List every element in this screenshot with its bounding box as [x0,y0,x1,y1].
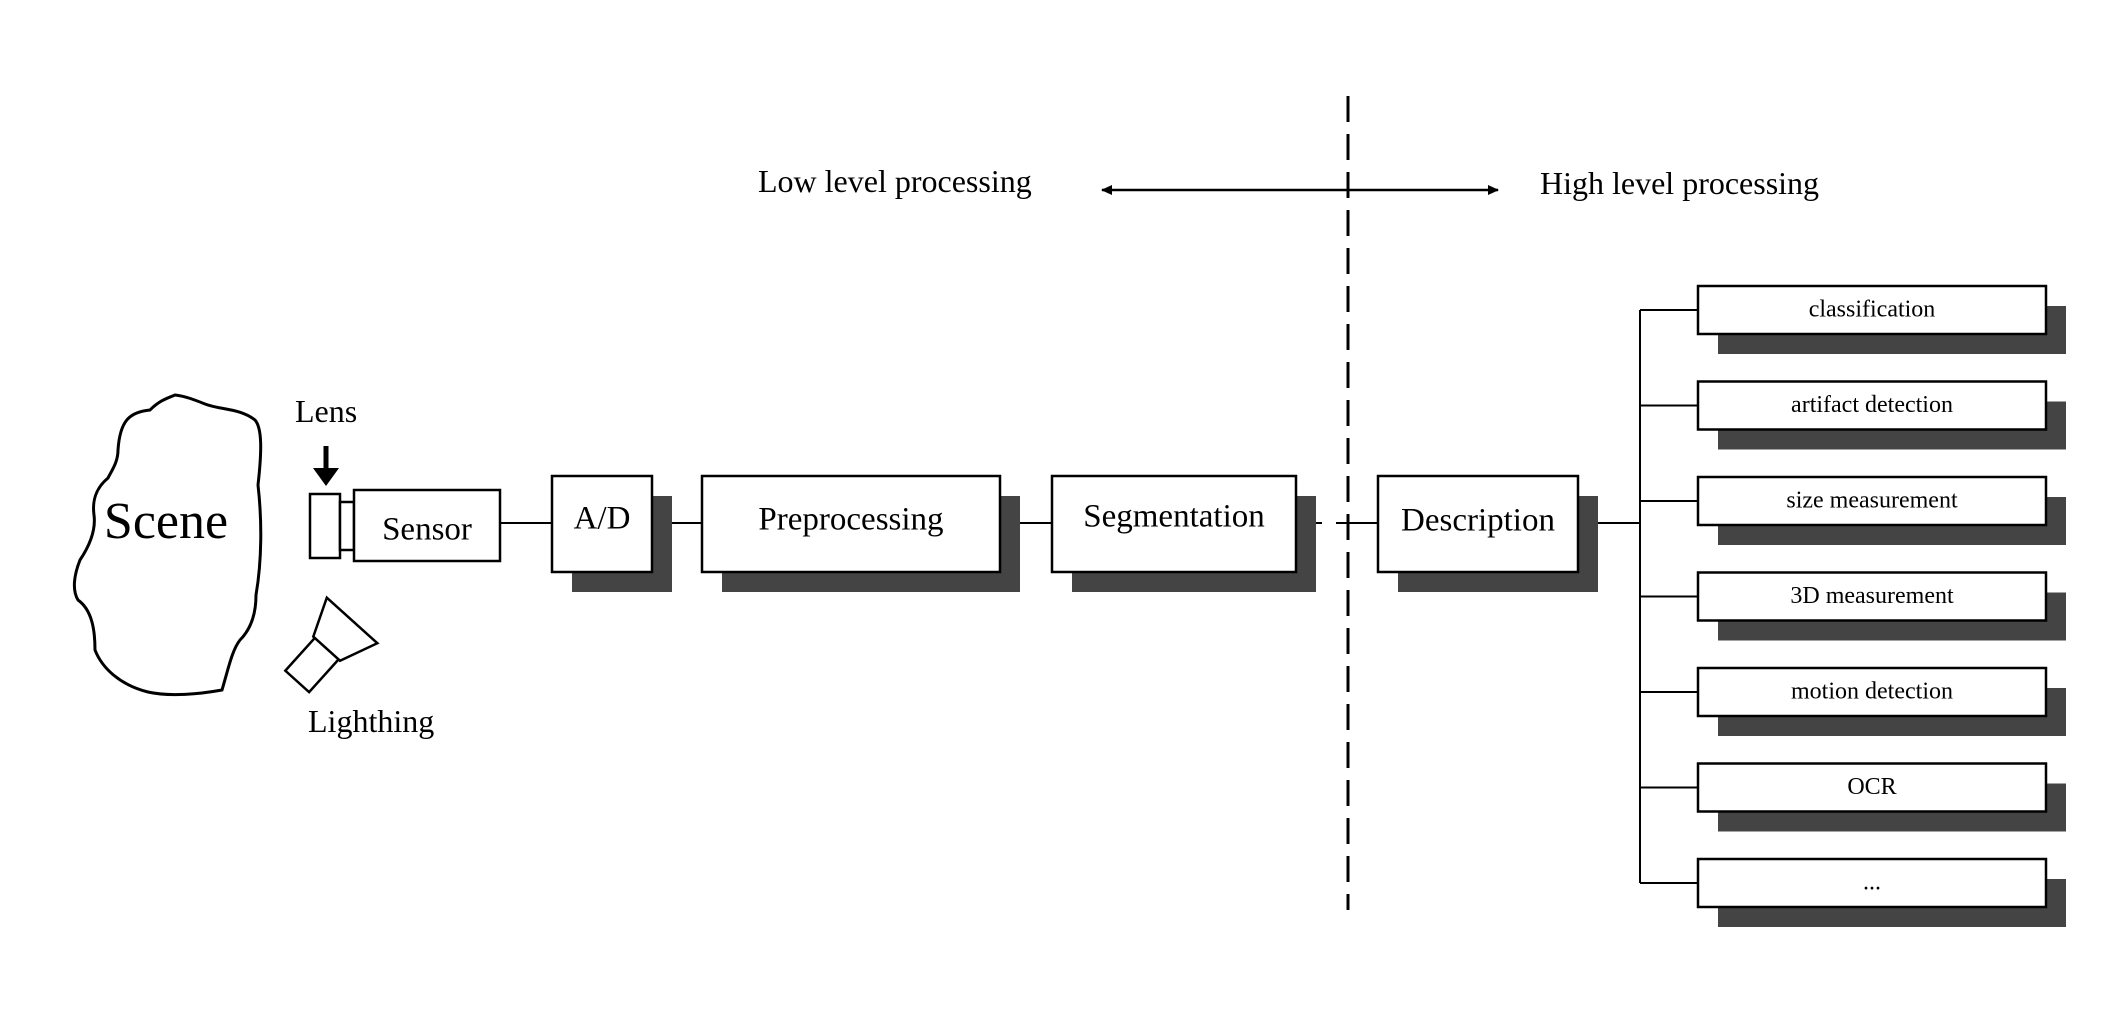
high-level-label: High level processing [1540,165,1819,201]
lens-mount [338,500,356,552]
low-level-label: Low level processing [758,163,1032,199]
ad-label: A/D [574,501,631,537]
lighting-label: Lighthing [308,703,434,739]
lens-arrow-icon [313,446,339,486]
output-label: size measurement [1786,488,1958,514]
output-label: motion detection [1791,679,1953,705]
output-box [1696,475,2048,527]
output-box [1696,666,2048,718]
output-label: artifact detection [1791,392,1953,418]
output-label: OCR [1847,774,1896,800]
scene-shape: Scene [72,393,263,697]
description-label: Description [1401,503,1555,539]
description-box [1376,474,1580,574]
output-label: classification [1809,297,1936,323]
sensor-box [352,488,502,563]
output-box [1696,762,2048,813]
sensor-label: Sensor [382,512,472,548]
output-list: classification artifact detection size mea… [1639,284,2066,927]
output-box [1696,380,2048,431]
output-label: 3D measurement [1790,583,1954,609]
output-box [1696,571,2048,622]
lens-label: Lens [295,393,357,429]
output-box [1696,284,2048,336]
preprocessing-box [700,474,1002,574]
output-label: ... [1863,870,1881,896]
segmentation-label: Segmentation [1083,499,1264,535]
output-box [1696,857,2048,909]
segmentation-box [1050,474,1298,574]
preprocessing-label: Preprocessing [758,502,943,538]
lens-icon [308,492,342,560]
lamp-icon [283,595,380,694]
ad-box [550,474,654,574]
scene-label: Scene [104,493,228,550]
